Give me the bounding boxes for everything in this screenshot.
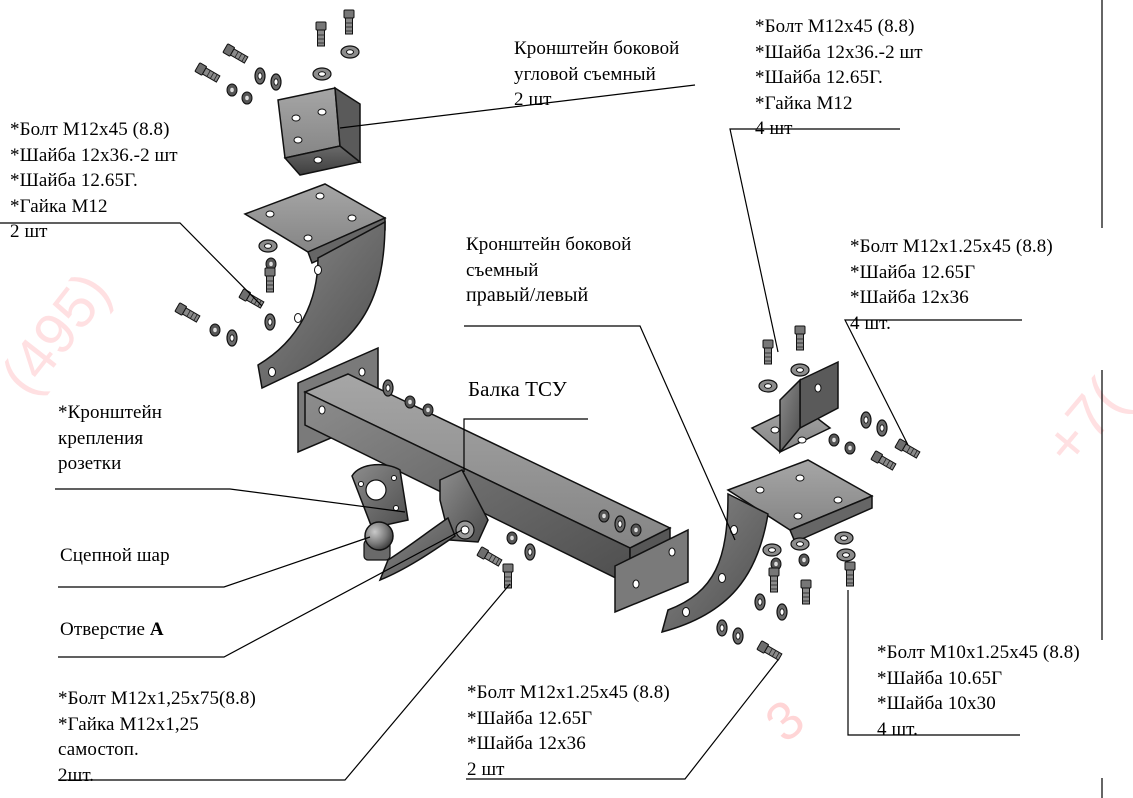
leader-socket-bracket [55,488,406,513]
leader-kit-top-left [0,222,263,307]
side-bracket-left [243,183,387,390]
label-ball: Сцепной шар [60,545,170,566]
leader-bracket-corner [339,84,696,129]
label-kit-bottom-mid: *Болт М12х1.25х45 (8.8) *Шайба 12.65Г *Ш… [467,682,670,780]
leader-ball [58,536,371,588]
leader-bracket-side [464,325,736,541]
leader-lines [0,0,1103,798]
label-kit-right-mid: *Болт М12х1.25х45 (8.8) *Шайба 12.65Г *Ш… [850,236,1053,334]
tow-beam [297,346,689,614]
label-corner-bracket: Кронштейн боковой угловой съемный 2 шт [514,38,680,110]
corner-bracket-left [277,86,362,176]
leader-kit-bottom-right [847,590,1020,736]
label-kit-bottom-right: *Болт М10х1.25х45 (8.8) *Шайба 10.65Г *Ш… [877,642,1080,740]
label-hole-a: Отверстие А [60,619,164,640]
leader-kit-bottom-mid [466,659,779,780]
leader-beam [463,418,588,472]
label-kit-top-left: *Болт М12х45 (8.8) *Шайба 12х36.-2 шт *Ш… [10,119,178,242]
leader-kit-bottom-left [58,583,511,781]
label-side-bracket: Кронштейн боковой съемный правый/левый [466,234,632,306]
leader-kit-right-mid [844,319,1022,446]
label-kit-bottom-left: *Болт М12х1,25х75(8.8) *Гайка М12х1,25 с… [58,688,256,786]
fasteners-left-bracket [174,239,278,347]
corner-bracket-right [750,360,839,455]
label-beam: Балка ТСУ [468,377,567,401]
label-kit-top-right: *Болт М12х45 (8.8) *Шайба 12х36.-2 шт *Ш… [755,16,923,139]
label-socket-bracket: *Кронштейн крепления розетки [58,402,163,474]
leader-hole-a [58,529,463,658]
leader-kit-top-right [729,128,900,353]
side-bracket-right [660,459,874,634]
